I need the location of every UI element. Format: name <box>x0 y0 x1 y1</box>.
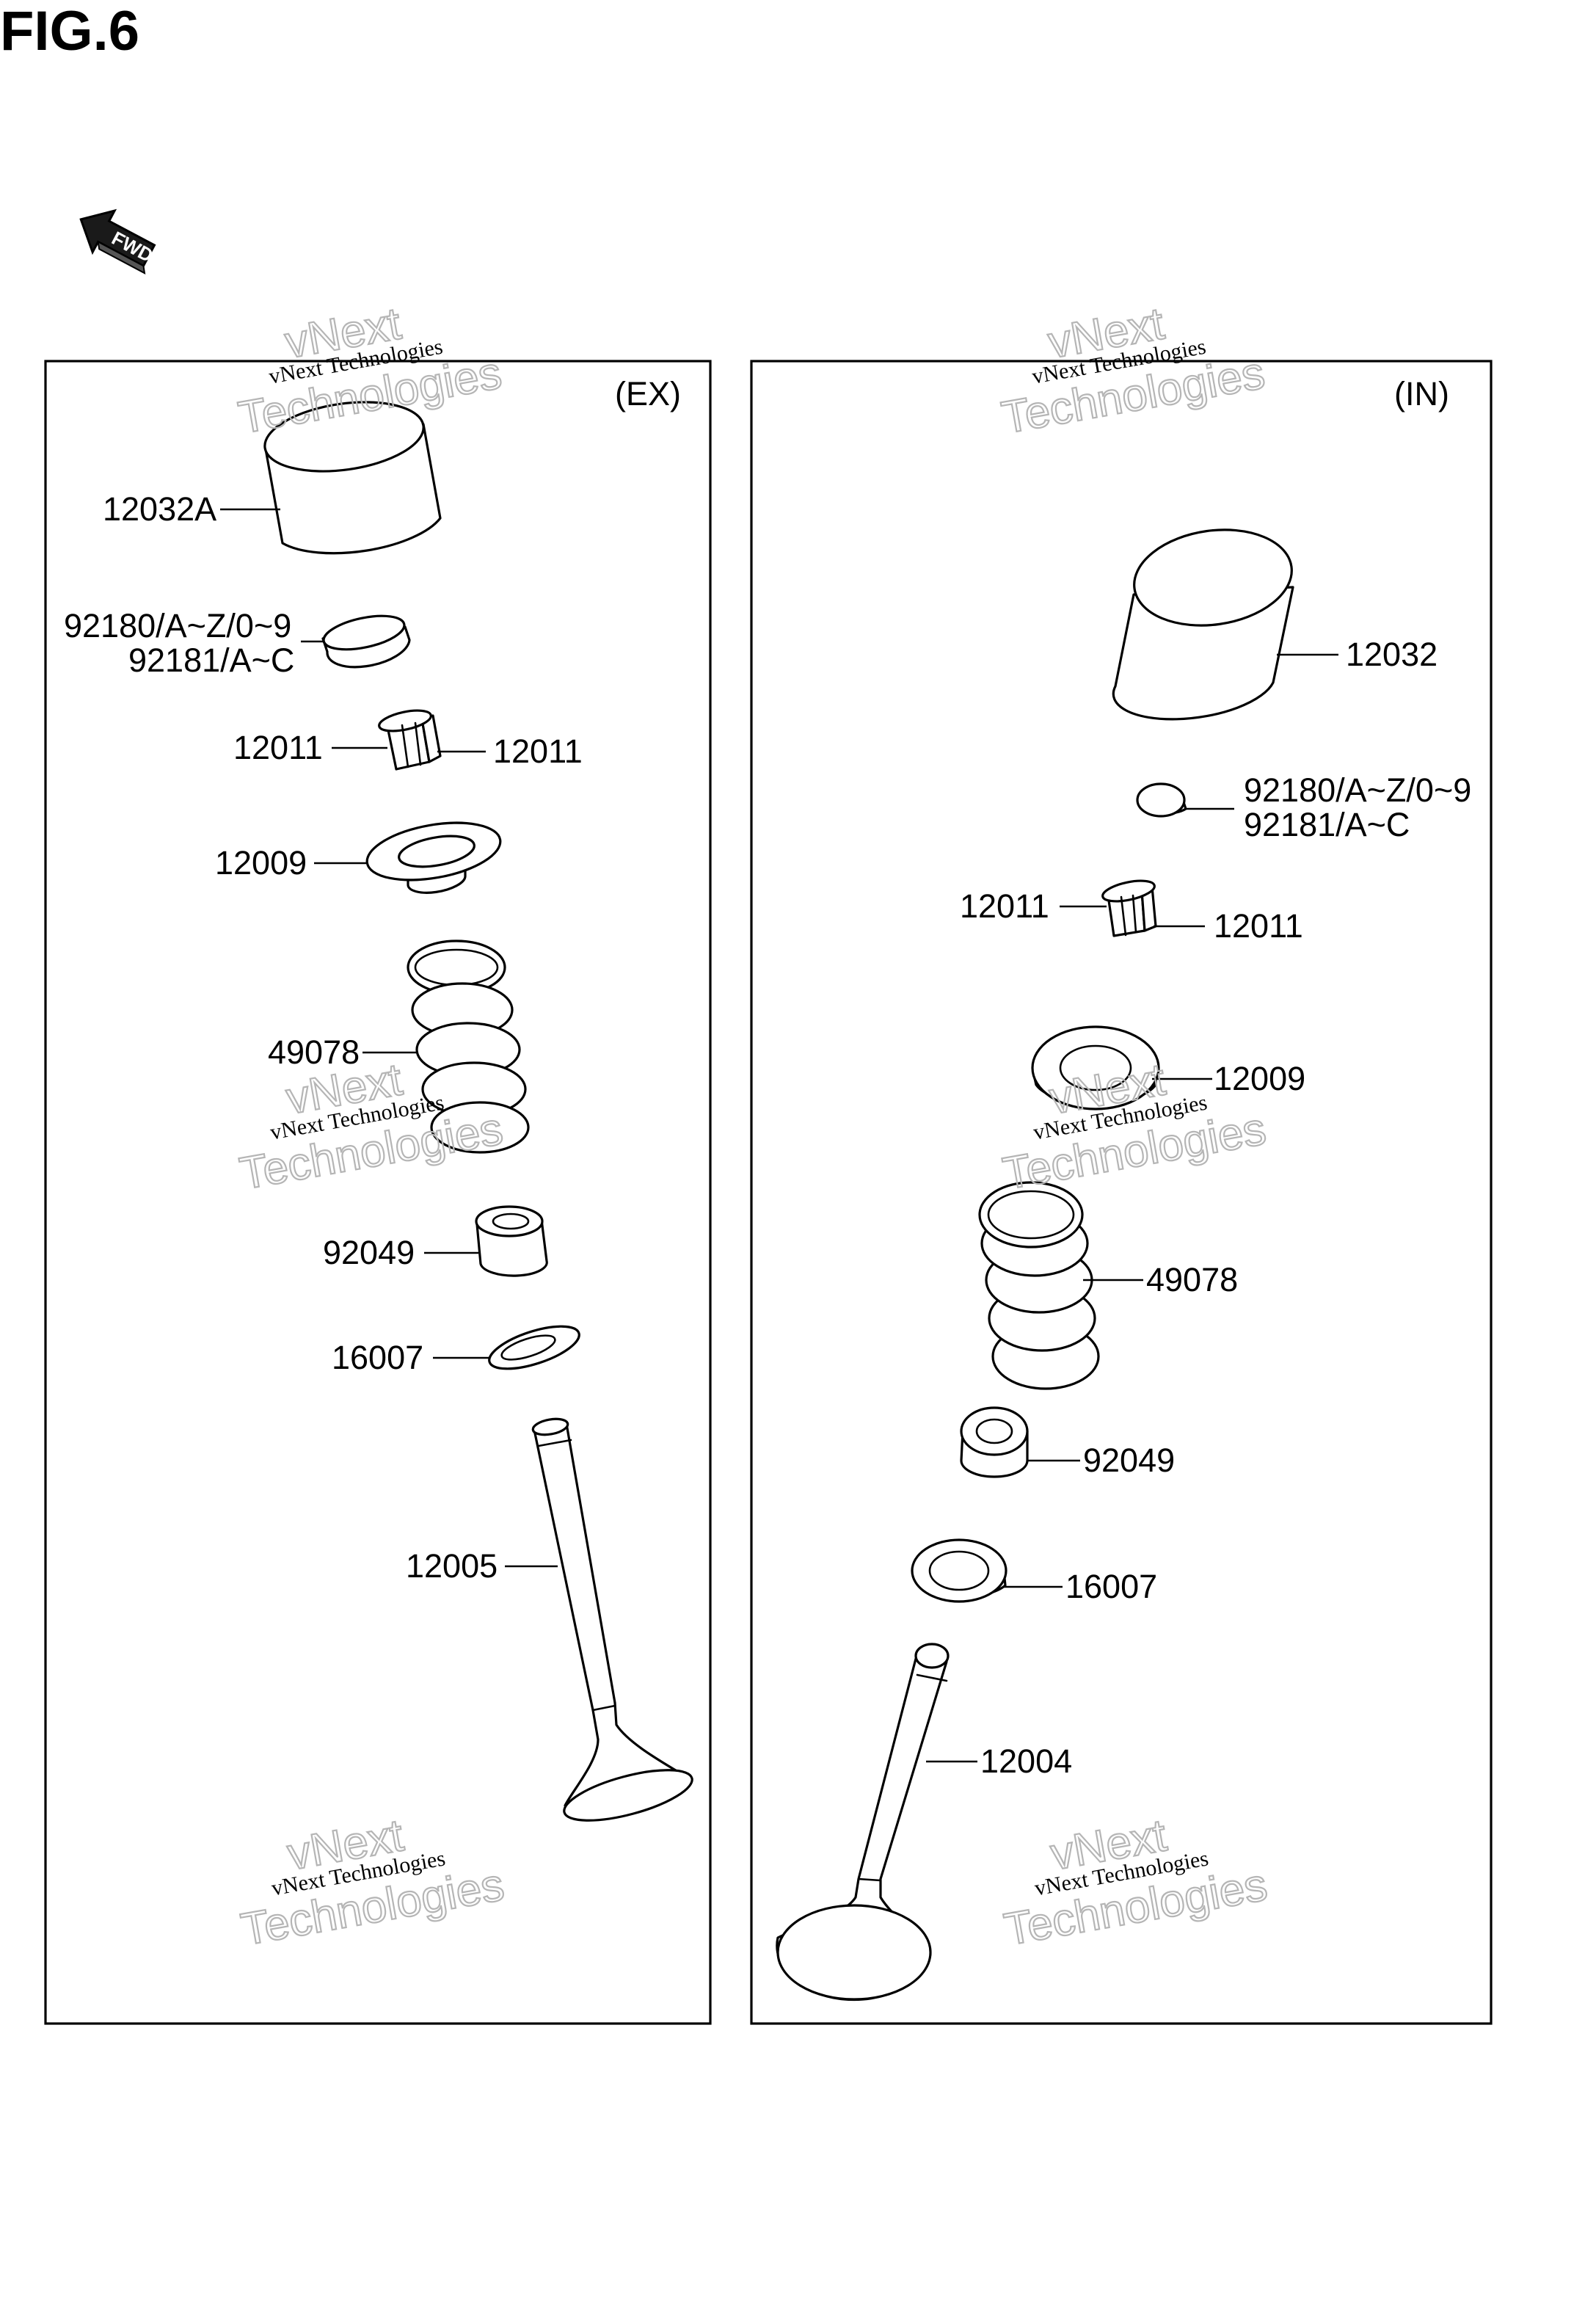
exhaust-spring-label: 49078 <box>268 1033 360 1071</box>
exhaust-lifter-part <box>263 401 442 555</box>
exhaust-lifter-label: 12032A <box>103 490 216 528</box>
intake-spring-seat-part <box>911 1538 1007 1603</box>
intake-shim-part <box>1136 782 1187 818</box>
watermark-top-left: vNext vNext Technologies Technologies <box>234 297 506 444</box>
intake-retainer-label: 12009 <box>1214 1060 1305 1097</box>
intake-valve-part <box>776 1643 950 2002</box>
exhaust-shim-part <box>321 614 411 669</box>
figure-title: FIG.6 <box>0 0 139 62</box>
intake-seal-part <box>960 1406 1029 1478</box>
intake-shim-label-1: 92180/A~Z/0~9 <box>1244 771 1471 809</box>
exhaust-cotter-label-right: 12011 <box>493 733 583 770</box>
intake-valve-label: 12004 <box>980 1742 1072 1780</box>
exhaust-seal-label: 92049 <box>323 1234 415 1271</box>
watermark-bottom-left: vNext vNext Technologies Technologies <box>237 1809 509 1956</box>
watermark-bottom-right: vNext vNext Technologies Technologies <box>1000 1809 1272 1956</box>
forward-arrow-icon: FWD <box>79 208 157 275</box>
exhaust-panel-frame <box>44 360 712 2025</box>
exhaust-spring-part <box>407 939 530 1154</box>
exhaust-spring-seat-part <box>488 1325 580 1370</box>
intake-panel-tag: (IN) <box>1394 375 1449 412</box>
intake-retainer-part <box>1031 1025 1160 1110</box>
intake-spring-seat-label: 16007 <box>1065 1568 1157 1605</box>
exhaust-panel-tag: (EX) <box>615 375 681 412</box>
intake-cotter-label-left: 12011 <box>960 887 1049 925</box>
exhaust-cotters-part <box>378 709 442 771</box>
intake-lifter-label: 12032 <box>1346 636 1438 673</box>
intake-shim-label-2: 92181/A~C <box>1244 806 1410 843</box>
exhaust-panel: (EX) 12032A 92180/A~Z/0~9 92181/A~C 1201… <box>44 360 712 2025</box>
intake-cotters-part <box>1101 879 1157 937</box>
intake-lifter-part <box>1112 528 1294 721</box>
exhaust-spring-seat-label: 16007 <box>332 1339 423 1376</box>
exhaust-shim-label-1: 92180/A~Z/0~9 <box>64 607 291 644</box>
watermark-top-right: vNext vNext Technologies Technologies <box>997 297 1269 444</box>
exhaust-seal-part <box>475 1205 548 1277</box>
intake-spring-part <box>978 1181 1100 1390</box>
intake-panel-frame <box>750 360 1493 2025</box>
intake-panel: (IN) 12032 92180/A~Z/0~9 92181/A~C 12011… <box>750 360 1493 2025</box>
exhaust-retainer-part <box>365 821 502 894</box>
exhaust-cotter-label-left: 12011 <box>233 729 323 766</box>
exhaust-shim-label-2: 92181/A~C <box>128 641 294 679</box>
exhaust-valve-label: 12005 <box>406 1547 498 1585</box>
exhaust-retainer-label: 12009 <box>215 844 307 881</box>
intake-cotter-label-right: 12011 <box>1214 907 1303 945</box>
intake-spring-label: 49078 <box>1146 1261 1238 1298</box>
exhaust-valve-part <box>531 1417 693 1822</box>
intake-seal-label: 92049 <box>1083 1442 1175 1479</box>
